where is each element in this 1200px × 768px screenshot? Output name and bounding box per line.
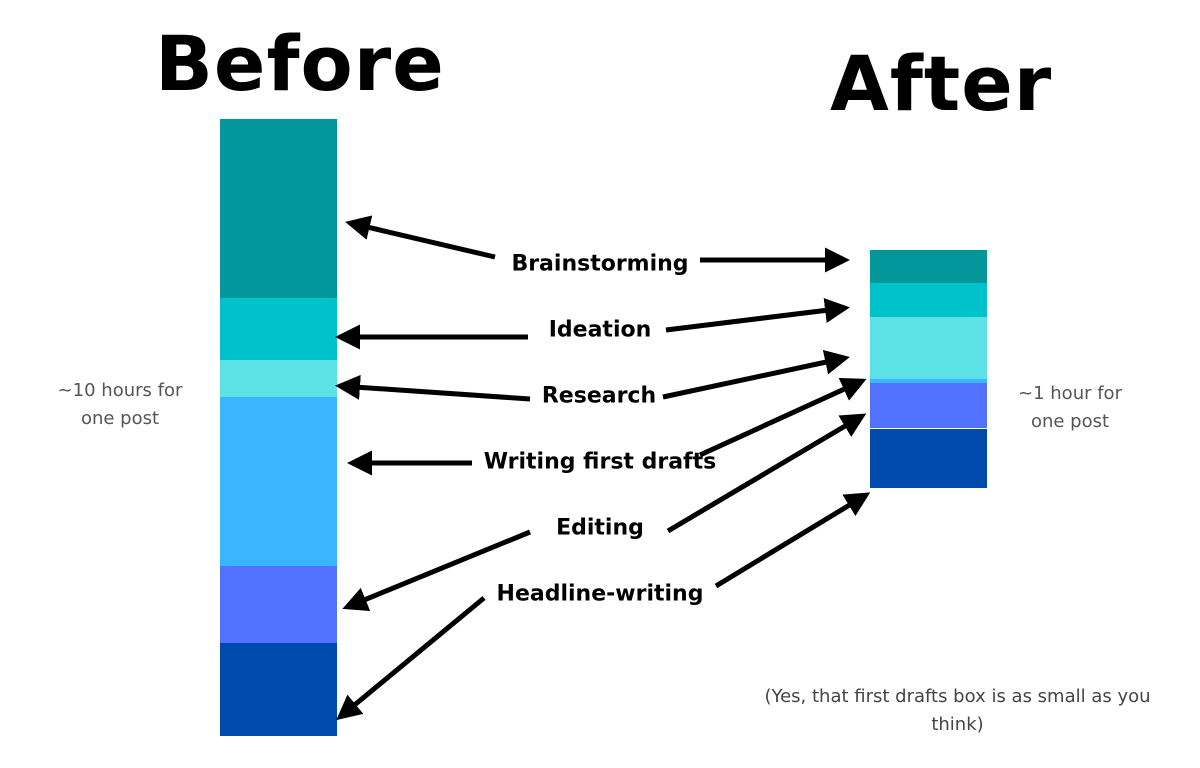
arrow-headline-after xyxy=(714,492,871,589)
label-ideation: Ideation xyxy=(548,317,652,343)
before-stacked-bar xyxy=(220,119,337,736)
after-title: After xyxy=(830,39,1053,128)
before-title: Before xyxy=(155,19,445,108)
label-headline-writing: Headline-writing xyxy=(496,581,704,607)
before-segment-research xyxy=(220,359,337,397)
before-time-note: ~10 hours for one post xyxy=(57,380,183,429)
after-segment-research xyxy=(870,316,987,379)
label-writing-first-drafts: Writing first drafts xyxy=(483,449,717,475)
arrow-research-after xyxy=(662,349,850,400)
after-time-note: ~1 hour for one post xyxy=(1018,383,1122,432)
before-segment-writing-first-drafts xyxy=(220,396,337,567)
arrow-headline-before xyxy=(336,596,486,721)
label-editing: Editing xyxy=(556,515,644,541)
after-stacked-bar xyxy=(870,250,987,488)
arrow-research-before xyxy=(335,374,531,402)
arrow-brainstorming-before xyxy=(345,215,496,260)
before-segment-brainstorming xyxy=(220,119,337,298)
after-segment-writing-first-drafts xyxy=(870,378,987,384)
before-segment-headline-writing xyxy=(220,643,337,736)
after-segment-editing xyxy=(870,383,987,429)
after-segment-ideation xyxy=(870,283,987,317)
arrow-editing-after xyxy=(666,413,867,534)
footnote: (Yes, that first drafts box is as small … xyxy=(764,686,1151,735)
label-brainstorming: Brainstorming xyxy=(511,251,689,277)
label-research: Research xyxy=(541,383,657,409)
before-segment-editing xyxy=(220,566,337,644)
arrow-ideation-after xyxy=(665,298,850,333)
before-segment-ideation xyxy=(220,297,337,360)
arrow-editing-before xyxy=(342,529,531,611)
after-segment-brainstorming xyxy=(870,250,987,284)
arrow-writing-after xyxy=(698,377,867,458)
after-segment-headline-writing xyxy=(870,428,987,488)
